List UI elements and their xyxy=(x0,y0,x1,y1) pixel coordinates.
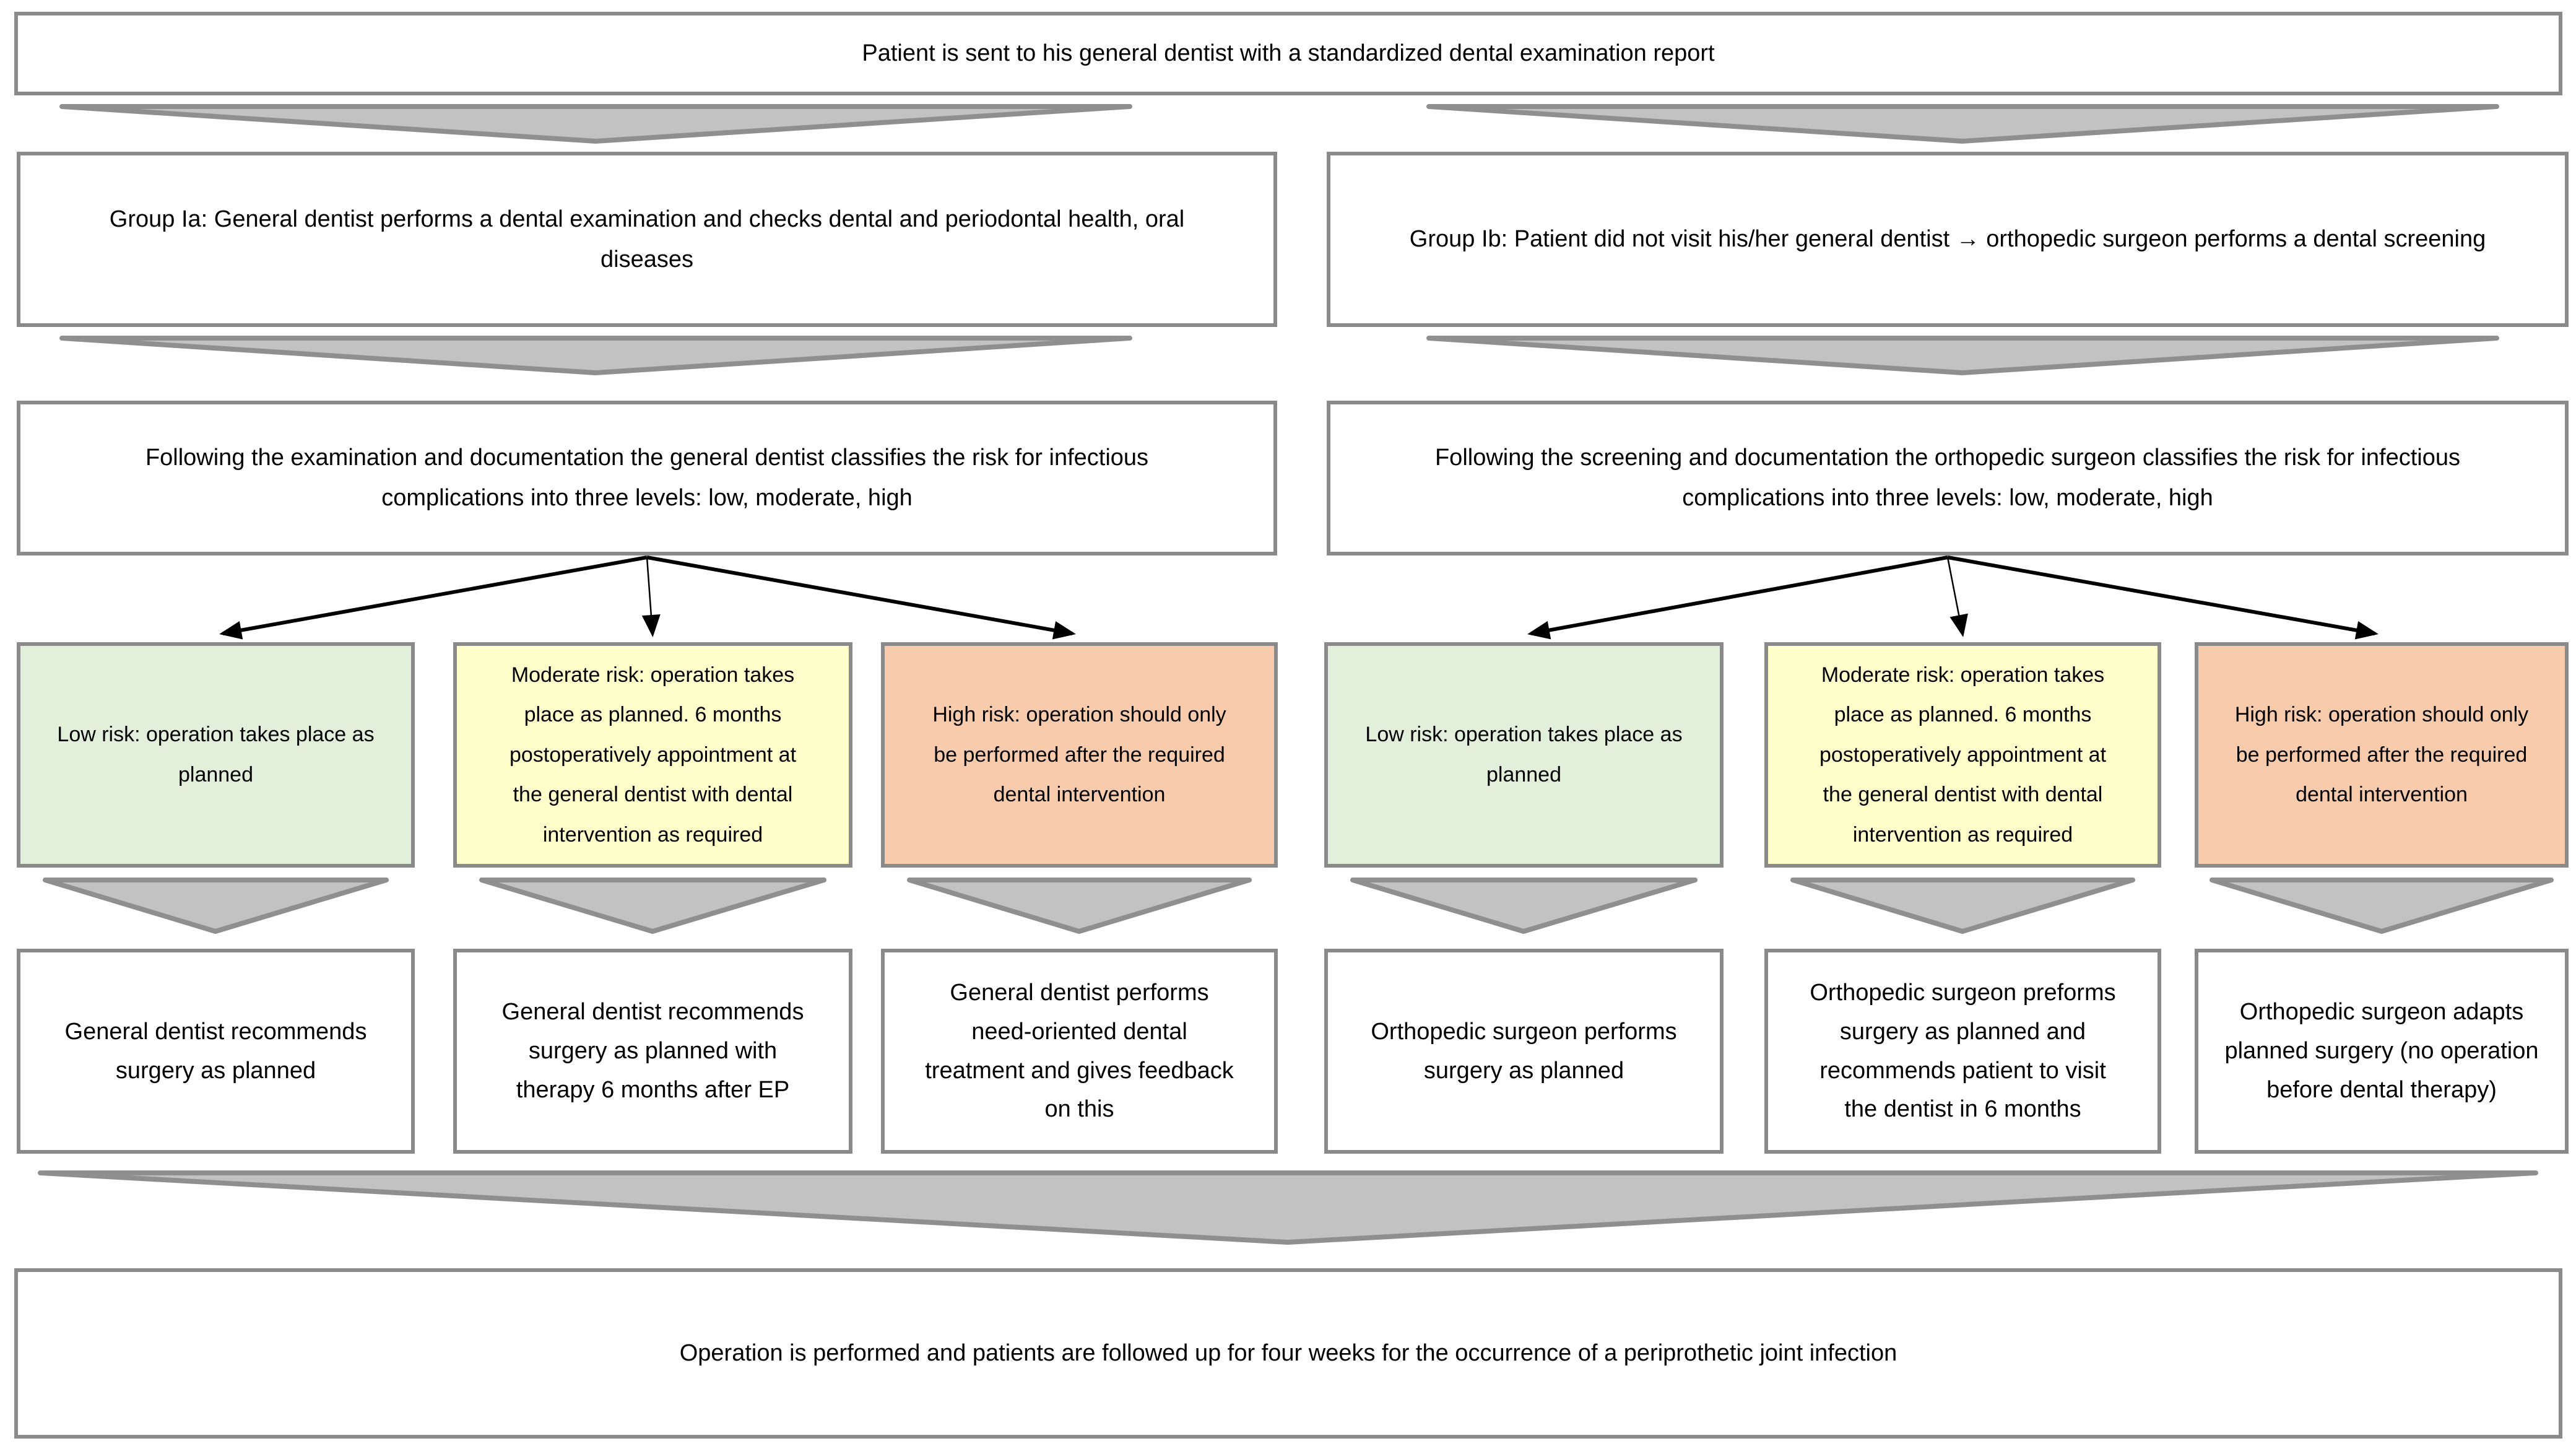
down-chevron-arrow-shape xyxy=(2210,878,2554,934)
followup-box: Operation is performed and patients are … xyxy=(14,1268,2562,1439)
branch-arrows-left xyxy=(219,555,1076,640)
outcome-box-dentist-planned: General dentist recommends surgery as pl… xyxy=(17,949,415,1154)
risk-classification-box-right: Following the screening and documentatio… xyxy=(1327,401,2569,555)
down-chevron-arrow-shape xyxy=(38,1170,2538,1245)
down-chevron-arrow xyxy=(1426,104,2499,144)
down-chevron-arrow-shape xyxy=(1426,336,2499,375)
down-chevron-arrow-shape xyxy=(907,878,1252,934)
risk-box-moderate-right: Moderate risk: operation takes place as … xyxy=(1764,642,2161,868)
risk-box-low-left: Low risk: operation takes place as plann… xyxy=(17,642,415,868)
arrow-to-moderate-risk xyxy=(1946,557,1968,637)
down-chevron-arrow xyxy=(1426,336,2499,375)
down-chevron-arrow xyxy=(1790,878,2135,934)
down-chevron-arrow xyxy=(479,878,826,934)
risk-classification-box-left: Following the examination and documentat… xyxy=(17,401,1277,555)
down-chevron-arrow xyxy=(2210,878,2554,934)
down-chevron-arrow-shape xyxy=(1790,878,2135,934)
risk-box-moderate-left: Moderate risk: operation takes place as … xyxy=(453,642,852,868)
down-chevron-arrow-shape xyxy=(479,878,826,934)
down-chevron-arrow xyxy=(907,878,1252,934)
outcome-box-surgeon-planned: Orthopedic surgeon performs surgery as p… xyxy=(1324,949,1724,1154)
arrow-to-high-risk xyxy=(646,555,1076,640)
down-chevron-arrow-shape xyxy=(59,104,1132,144)
risk-box-high-left: High risk: operation should only be perf… xyxy=(881,642,1278,868)
down-chevron-arrow-shape xyxy=(59,336,1132,375)
down-chevron-arrow xyxy=(43,878,389,934)
down-chevron-arrow-shape xyxy=(1350,878,1698,934)
risk-box-high-right: High risk: operation should only be perf… xyxy=(2195,642,2569,868)
group-ia-box: Group Ia: General dentist performs a den… xyxy=(17,152,1277,327)
down-chevron-arrow xyxy=(1350,878,1698,934)
arrow-to-low-risk xyxy=(1527,555,1948,640)
arrow-to-high-risk xyxy=(1947,555,2379,640)
down-chevron-arrow-shape xyxy=(43,878,389,934)
outcome-box-surgeon-adapts: Orthopedic surgeon adapts planned surger… xyxy=(2195,949,2569,1154)
down-chevron-arrow xyxy=(59,104,1132,144)
group-ib-box: Group Ib: Patient did not visit his/her … xyxy=(1327,152,2569,327)
down-chevron-arrow-large xyxy=(38,1170,2538,1245)
outcome-box-dentist-therapy: General dentist recommends surgery as pl… xyxy=(453,949,852,1154)
arrow-to-low-risk xyxy=(219,555,648,640)
down-chevron-arrow-shape xyxy=(1426,104,2499,144)
arrow-to-moderate-risk xyxy=(641,557,661,637)
risk-box-low-right: Low risk: operation takes place as plann… xyxy=(1324,642,1724,868)
patient-referral-box: Patient is sent to his general dentist w… xyxy=(14,12,2562,95)
branch-arrows-right xyxy=(1527,555,2379,640)
outcome-box-surgeon-recommends: Orthopedic surgeon preforms surgery as p… xyxy=(1764,949,2161,1154)
down-chevron-arrow xyxy=(59,336,1132,375)
outcome-box-dentist-treatment: General dentist performs need-oriented d… xyxy=(881,949,1278,1154)
